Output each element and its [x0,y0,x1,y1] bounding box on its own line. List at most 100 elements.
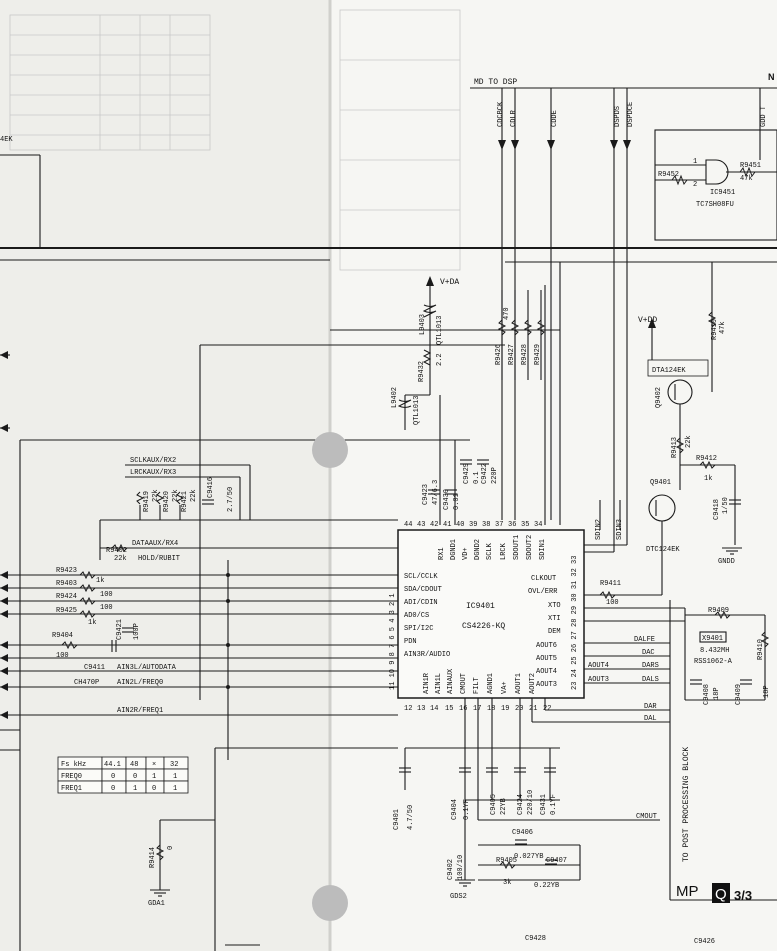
r9414-label: R9414 [149,847,157,868]
svg-text:14: 14 [430,705,438,713]
c9401-value: 4.7/50 [407,805,415,830]
table-freq0: FREQ0 [61,773,82,781]
r9451-label: R9451 [740,162,761,170]
c9406-label: C9406 [512,829,533,837]
r9424-label: R9424 [56,593,77,601]
vdda-label: V+DA [440,278,459,287]
svg-text:AGND1: AGND1 [487,673,495,694]
r9421-value: 22k [190,489,198,502]
net-lrckaux: LRCKAUX/RX3 [130,469,176,477]
bus-label-gdd: GDD T [760,106,768,127]
ic9451-block [654,129,777,241]
ic9401-chip [397,529,585,699]
bus-label-dspdce: DSPDCE [627,102,635,127]
svg-text:35: 35 [521,521,529,529]
svg-text:DGND1: DGND1 [450,539,458,560]
ic9401-bottom-pins: AIN1R AIN1L AINAUX CMOUT FILT AGND1 VA+ … [423,668,537,694]
c9408-label: C9408 [703,684,711,705]
l9402-label: L9402 [391,387,399,408]
r9419-label: R9419 [143,491,151,512]
aout4-net: AOUT4 [588,662,609,670]
r9404-value: 100 [56,652,69,660]
c9424-value: 220/10 [527,790,535,815]
table-header-x: × [152,761,156,769]
c9405-label: C9405 [490,794,498,815]
r9423-label: R9423 [56,567,77,575]
pin-aout6: AOUT6 [536,642,557,650]
c9407-label: C9407 [546,857,567,865]
ic-top-wiring [19,262,561,720]
svg-text:CMOUT: CMOUT [460,673,468,694]
top-right-label: N [768,72,775,82]
table-header-48: 48 [130,761,138,769]
ic9451-pin1: 1 [693,158,697,166]
pin-scl: SCL/CCLK [404,573,438,581]
c9408-value: 18P [713,687,721,700]
svg-text:RX1: RX1 [438,547,446,560]
r9451-value: 47k [740,175,753,183]
svg-text:AOUT1: AOUT1 [515,673,523,694]
svg-text:13: 13 [417,705,425,713]
c9402-label: C9402 [447,859,455,880]
bottom-section [150,698,660,897]
c9405-value: 22YB [500,798,508,815]
top-capacitors [428,459,489,495]
r9412-label: R9412 [696,455,717,463]
net-ain2l: AIN2L/FREQ0 [117,679,163,687]
c9418-label: C9418 [713,499,721,520]
gndd-label: GNDD [718,558,735,566]
x9401-part: RSS1062-A [694,658,733,666]
svg-text:17: 17 [473,705,481,713]
vdda-section [397,276,437,430]
r9414-value: 0 [167,846,175,850]
r9421-label: R9421 [181,491,189,512]
table-freq1-d: 1 [173,785,177,793]
table-freq1-c: 0 [152,785,156,793]
r9405-label: R9405 [496,857,517,865]
net-dataaux: DATAAUX/RX4 [132,540,178,548]
svg-text:AINAUX: AINAUX [447,668,455,694]
r9428-label: R9428 [521,344,529,365]
r9425-value: 1k [88,619,96,627]
c9421-value: 100P [133,623,141,640]
table-header-32: 32 [170,761,178,769]
c9431-label: C9431 [540,794,548,815]
svg-text:21: 21 [529,705,537,713]
footer-page: 3/3 [734,888,752,903]
svg-text:36: 36 [508,521,516,529]
table-freq0-b: 0 [133,773,137,781]
r9403-value: 100 [100,591,113,599]
c9401-label: C9401 [393,809,401,830]
svg-text:15: 15 [445,705,453,713]
c9423-label: C9423 [422,484,430,505]
ic9401-top-pins: RX1 DGND1 VD+ DGND2 SCLK LRCK SDOUT1 SDO… [438,535,547,560]
svg-text:41: 41 [443,521,451,529]
table-header-fs: Fs kHz [61,761,86,769]
svg-text:12: 12 [404,705,412,713]
c9429-label: C9429 [463,463,471,484]
svg-text:16: 16 [459,705,467,713]
r9452-label: R9452 [658,171,679,179]
x9401-value: 8.432MH [700,647,729,655]
c9428-label: C9428 [525,935,546,943]
l9403-label: L9403 [419,314,427,335]
svg-text:37: 37 [495,521,503,529]
pin-xti: XTI [548,615,561,623]
svg-text:AIN1L: AIN1L [435,673,443,694]
pin-spi: SPI/I2C [404,625,433,633]
ic9401-name: IC9401 [466,602,495,611]
left-arrow-1 [0,351,8,359]
r9426-label: R9426 [495,344,503,365]
svg-text:44: 44 [404,521,412,529]
r9425-label: R9425 [56,607,77,615]
x9401-label: X9401 [702,635,723,643]
binder-hole-bottom [312,885,348,921]
r9424-value: 100 [100,604,113,612]
bleed-through-grid [9,9,461,271]
net-dar: DAR [644,703,657,711]
cmout-label: CMOUT [636,813,657,821]
svg-text:40: 40 [456,521,464,529]
net-hold: HOLD/RUBIT [138,555,180,563]
table-freq1-b: 1 [133,785,137,793]
c9418-value: 1/50 [722,497,730,514]
